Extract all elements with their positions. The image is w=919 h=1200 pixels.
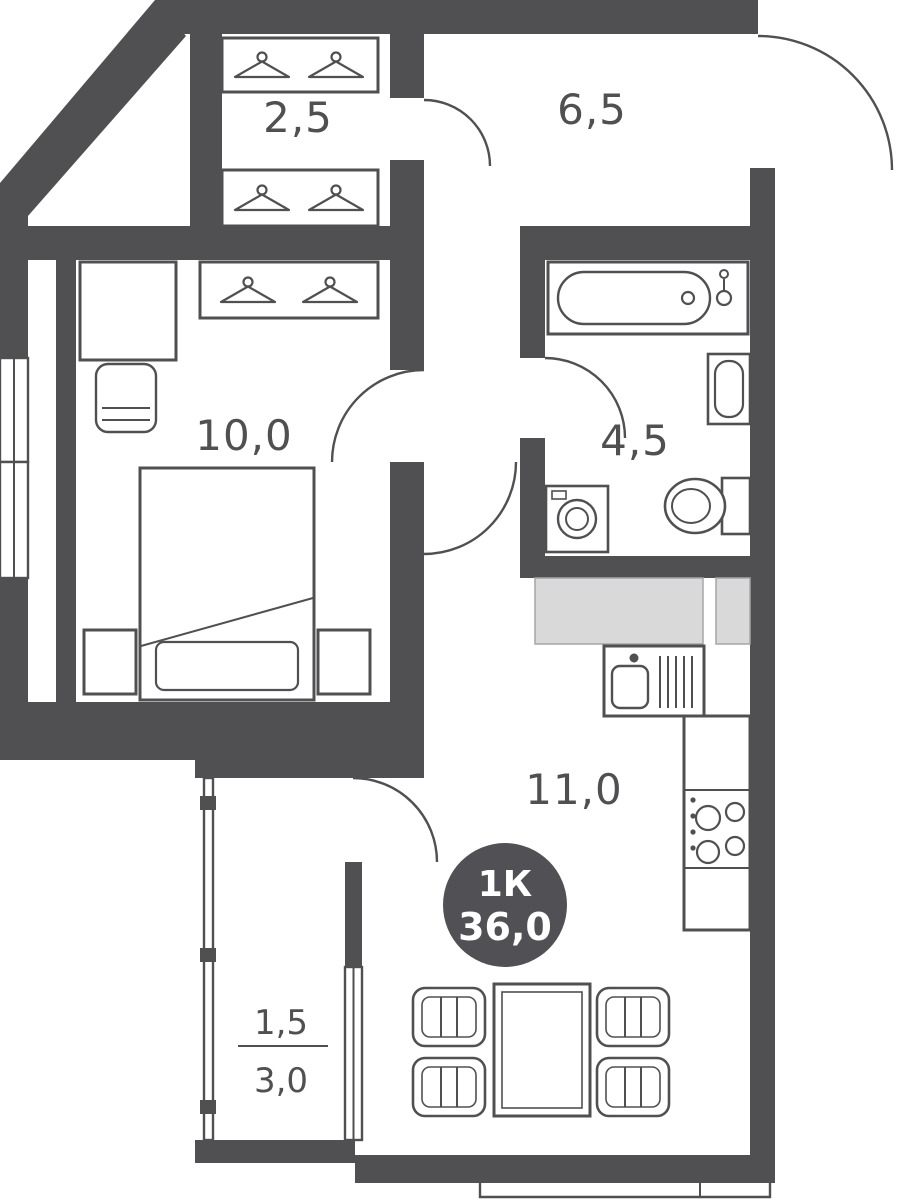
dining-table-icon [492,982,592,1118]
kitchen-area-label: 11,0 [525,765,623,814]
bathtub-icon [546,260,750,336]
door-arcs [330,34,894,863]
hanger-rack-icon [220,168,380,228]
wall-balcony-top [195,755,355,778]
kitchen-door-swing-icon [423,461,518,556]
wall-bedroom-top [28,226,395,260]
stove-icon [690,797,746,865]
windows [0,356,364,1142]
badge-total-area-label: 36,0 [458,905,552,949]
kitchen-furniture [411,577,752,1118]
lower-balcony-outline-icon [478,1183,772,1199]
wall-kitchen-bottom [355,1155,775,1183]
toilet-icon [663,476,752,536]
walls [0,0,775,1183]
wall-kitchen-left-top [355,755,424,778]
dining-chair-icon [595,1056,671,1118]
window-left-lower-icon [0,460,30,580]
room-labels: 2,5 6,5 10,0 4,5 11,0 1,5 3,0 [195,85,670,1101]
dining-chair-icon [411,1056,487,1118]
badge-type-label: 1К [478,864,532,905]
balcony-door-swing-icon [352,776,439,863]
wall-bathroom-left-lower [520,438,545,556]
desk-icon [78,260,178,362]
badge-circle [443,843,567,967]
wall-bathroom-bottom [520,556,775,578]
wall-bathroom-left-upper [520,226,545,358]
dining-chair-icon [595,986,671,1048]
wall-balcony-partition [345,862,362,967]
wall-corridor-left-upper [390,160,424,370]
kitchen-counter-run [682,714,752,932]
wall-wardrobe-left [190,0,222,226]
apartment-badge: 1К 36,0 [443,843,567,967]
kitchen-counter-block [534,577,704,645]
balcony-area-full-label: 3,0 [254,1061,308,1101]
wall-bathroom-top [530,226,775,260]
bathroom-fixtures [544,260,752,554]
bed-icon [138,466,316,702]
balcony-area-counted-label: 1,5 [254,1003,308,1043]
wall-top [155,0,758,34]
hallway-area-label: 6,5 [557,85,627,134]
bathroom-area-label: 4,5 [600,416,670,465]
washing-machine-icon [544,484,610,554]
kitchen-sink-icon [602,644,706,718]
bathroom-door-swing-icon [544,356,627,439]
wall-diagonal [0,0,186,216]
wall-corridor-left-lower [390,462,424,760]
entry-door-swing-icon [757,34,894,171]
wardrobe-racks [198,36,380,320]
window-left-upper-icon [0,356,30,464]
window-balcony-partition-icon [343,965,364,1142]
nightstand-icon [316,628,372,696]
kitchen-counter-block [715,577,751,645]
wall-right [750,168,775,1183]
desk-chair-icon [94,362,158,434]
balcony-railing-icon [200,776,216,1142]
bedroom-area-label: 10,0 [195,411,293,460]
dining-chair-icon [411,986,487,1048]
nightstand-icon [82,628,138,696]
wardrobe-area-label: 2,5 [263,93,333,142]
wall-bedroom-left-inner [56,226,76,760]
wall-bedroom-bottom [0,702,400,760]
faucet-icon [715,269,733,307]
hanger-rack-icon [220,36,380,94]
bedroom-door-swing-icon [330,368,425,463]
bedroom-furniture [78,260,372,702]
wardrobe-door-swing-icon [423,98,492,167]
wall-wardrobe-right [390,34,424,98]
wall-left-upper [0,210,28,360]
hanger-rack-icon [198,260,380,320]
washbasin-icon [706,352,752,426]
wall-balcony-bottom [195,1140,355,1163]
balcony-area-fraction: 1,5 3,0 [238,1003,328,1101]
